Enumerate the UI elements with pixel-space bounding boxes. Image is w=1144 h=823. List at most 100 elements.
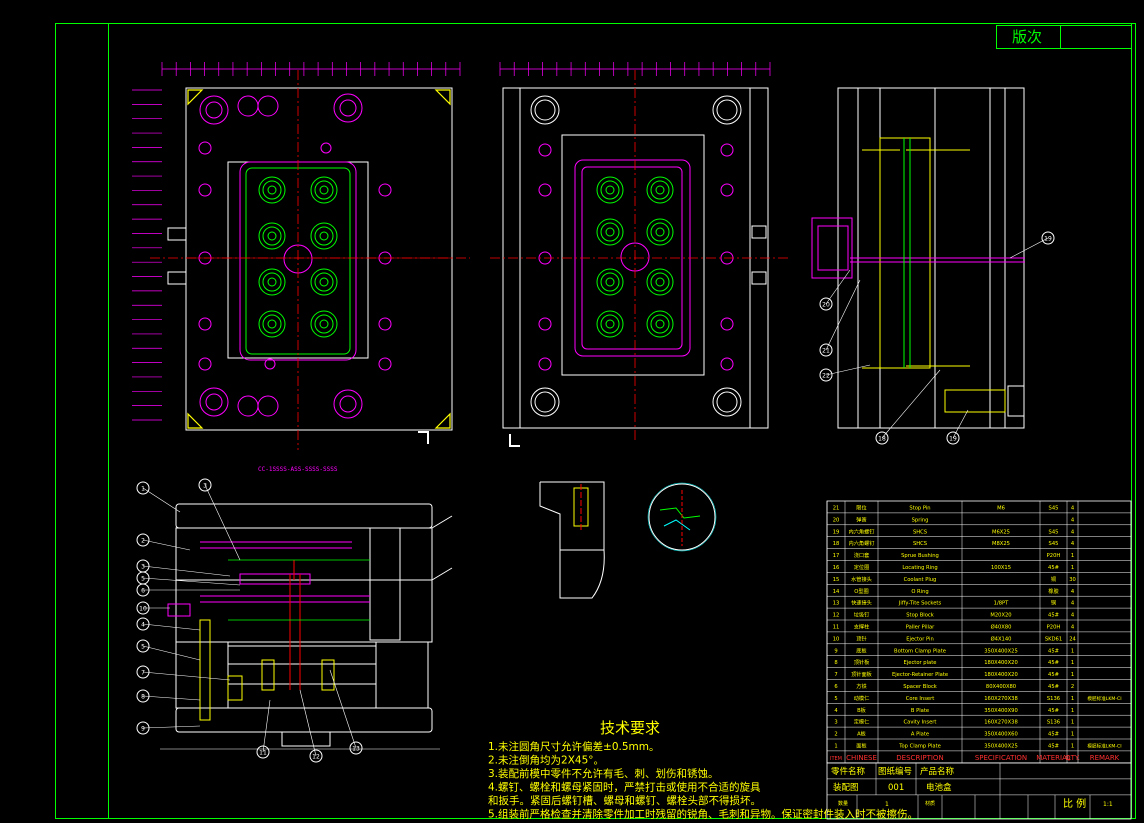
balloon: [256, 745, 270, 759]
balloon: [198, 478, 212, 492]
bom-cell: Spacer Block: [903, 684, 937, 690]
bom-cell: 11: [833, 625, 840, 631]
bom-cell: 16: [833, 565, 840, 571]
bom-cell: 1: [1071, 708, 1074, 714]
bom-footer-text: 1:1: [1103, 801, 1113, 808]
bom-cell: 14: [833, 589, 840, 595]
balloon-label: 5: [141, 576, 145, 583]
plan-view-core-side: [490, 70, 790, 447]
bom-cell: 动模仁: [854, 694, 870, 702]
bom-footer-text: 数量: [838, 800, 848, 807]
balloon-label: 20: [822, 302, 830, 309]
plate-outline: [185, 87, 453, 431]
bom-cell: 定模仁: [854, 718, 870, 726]
bom-cell: 限位: [856, 504, 866, 512]
bom-cell: 5: [834, 696, 837, 702]
bom-cell: P20H: [1047, 625, 1061, 631]
bom-cell: 支撑柱: [854, 623, 870, 631]
bom-cell: 45#: [1048, 648, 1059, 654]
bom-cell: Cavity Insert: [904, 720, 937, 726]
bom-cell: Ø4X140: [991, 635, 1012, 642]
bom-cell: S45: [1049, 529, 1059, 535]
tech-req-line: 和扳手。紧固后螺钉槽、螺母和螺钉、螺栓头部不得损坏。: [488, 794, 761, 807]
bom-cell: A Plate: [911, 732, 929, 738]
version-box: [996, 25, 1132, 49]
cavity-ring: [310, 222, 338, 250]
bom-cell: Top Clamp Plate: [898, 744, 941, 750]
bom-cell: P20H: [1047, 553, 1061, 559]
balloon-label: 13: [352, 746, 360, 753]
bom-cell: 定位圈: [854, 563, 870, 571]
bom-cell: SHCS: [913, 529, 927, 535]
bom-cell: 底板: [856, 646, 867, 654]
bom-cell: 180X400X20: [984, 672, 1018, 678]
bom-cell: Ejector Pin: [906, 636, 934, 642]
bom-cell: 45#: [1048, 744, 1059, 750]
bom-cell: 20: [833, 517, 840, 523]
bom-cell: O型圈: [854, 587, 868, 595]
balloon-label: 9: [141, 726, 145, 733]
bom-cell: 4: [1071, 589, 1075, 595]
balloon-label: 3: [141, 564, 145, 571]
balloon-label: 11: [259, 750, 267, 757]
bom-cell: 4: [834, 708, 838, 714]
bom-cell: Ø40X80: [991, 624, 1012, 631]
tech-req-line: 4.螺钉、螺栓和螺母紧固时，严禁打击或使用不合适的旋具: [488, 781, 761, 794]
bom-cell: 1: [1071, 648, 1074, 654]
bom-header-cell: QTY.: [1065, 754, 1080, 762]
section-view: [160, 503, 453, 750]
cavity-ring: [646, 218, 674, 246]
bom-cell: 350X400X90: [984, 708, 1018, 714]
balloon-label: 10: [139, 606, 147, 613]
balloon-label: 6: [141, 588, 145, 595]
side-view: [811, 87, 1025, 429]
bom-footer-text: 产品名称: [920, 766, 955, 777]
bom-cell: 180X400X20: [984, 660, 1018, 666]
bom-cell: 45#: [1048, 732, 1059, 738]
balloon-label: 4: [141, 622, 145, 629]
bom-cell: 18: [833, 541, 840, 547]
bom-cell: S45: [1049, 541, 1059, 547]
bom-cell: 160X270X38: [984, 696, 1018, 702]
balloon: [349, 741, 363, 755]
bom-cell: 7: [834, 672, 837, 678]
bom-cell: Jiffy-Tite Sockets: [898, 601, 942, 607]
bom-cell: 19: [833, 529, 840, 535]
balloon-label: 18: [878, 436, 886, 443]
balloon-label: 1: [141, 486, 145, 493]
balloon-label: 5: [141, 644, 145, 651]
cavity-ring: [258, 310, 286, 338]
balloon-label: 22: [822, 373, 830, 380]
bom-cell: 24: [1069, 636, 1076, 642]
outer-border: [55, 23, 1136, 819]
bom-cell: 4: [1071, 529, 1075, 535]
bom-cell: Ejector plate: [904, 660, 937, 666]
bom-cell: M8X25: [992, 541, 1010, 547]
bom-cell: 4: [1071, 625, 1075, 631]
bom-footer-text: 电池盒: [926, 782, 952, 793]
bom-cell: 21: [833, 506, 840, 512]
balloon-label: 12: [312, 754, 320, 761]
balloon: [309, 749, 323, 763]
cavity-ring: [310, 176, 338, 204]
bom-cell: 1: [834, 744, 837, 750]
bom-cell: 1: [1071, 696, 1074, 702]
bom-cell: S136: [1047, 696, 1060, 702]
balloon-label: 7: [141, 670, 145, 677]
bom-remark: 模胚标准LKM-CI: [1087, 695, 1121, 702]
